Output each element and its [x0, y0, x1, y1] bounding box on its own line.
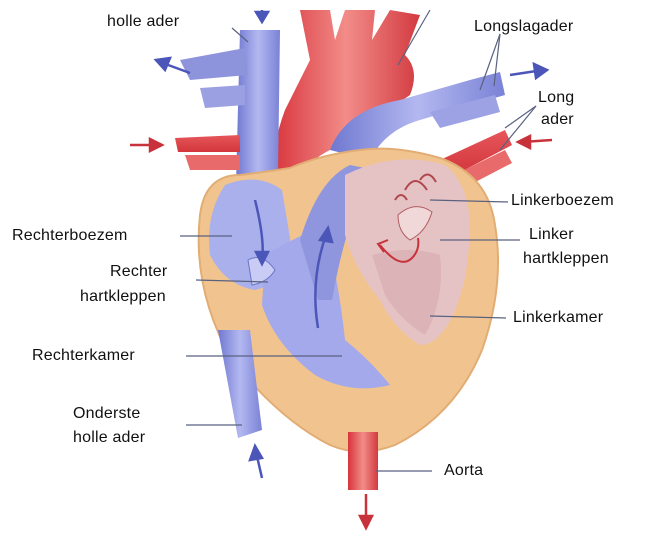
label-right-valves-2: hartkleppen: [80, 287, 166, 307]
label-inferior-vena-cava-1: Onderste: [73, 404, 140, 424]
right-pulmonary-vein-lower: [185, 155, 240, 170]
right-pulmonary-branch: [200, 85, 245, 108]
label-pulmonary-vein-1: Long: [538, 88, 574, 108]
label-pulmonary-vein-2: ader: [541, 110, 574, 130]
label-aorta: Aorta: [444, 461, 483, 481]
label-right-valves-1: Rechter: [110, 262, 167, 282]
label-superior-vena-cava: holle ader: [107, 12, 179, 32]
label-left-valves-2: hartkleppen: [523, 249, 609, 269]
right-pulmonary-vein-upper: [175, 135, 240, 152]
aorta-descending: [348, 432, 378, 490]
label-right-atrium: Rechterboezem: [12, 226, 128, 246]
label-left-ventricle: Linkerkamer: [513, 308, 603, 328]
label-left-atrium: Linkerboezem: [511, 191, 614, 211]
brachiocephalic-vein: [180, 48, 248, 80]
label-right-ventricle: Rechterkamer: [32, 346, 135, 366]
label-inferior-vena-cava-2: holle ader: [73, 428, 145, 448]
label-left-valves-1: Linker: [529, 225, 574, 245]
label-pulmonary-artery: Longslagader: [474, 17, 573, 37]
